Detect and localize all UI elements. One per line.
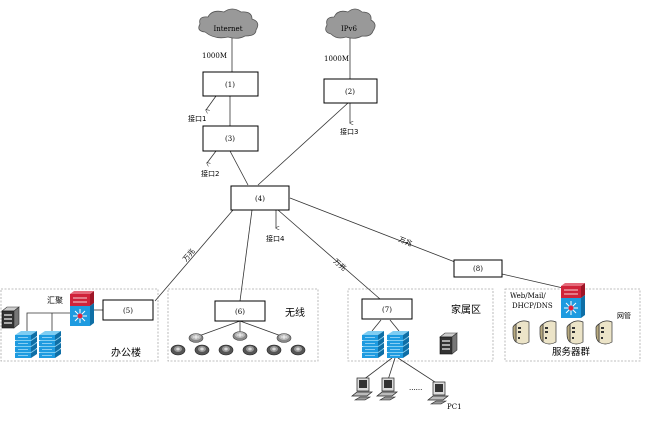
port2-arrow — [207, 150, 217, 163]
residential-title: 家属区 — [451, 303, 481, 316]
node-2[interactable]: (2) — [323, 78, 378, 104]
port1-arrow — [206, 95, 217, 110]
wan-label-n5: 万兆 — [181, 247, 197, 264]
internet-speed-label: 1000M — [202, 52, 227, 60]
link-n8-servers — [501, 273, 564, 289]
pc1-icon — [427, 381, 449, 405]
wireless-ap-6-icon — [218, 344, 234, 356]
wireless-title: 无线 — [285, 306, 305, 319]
link-n6-ap1 — [195, 320, 241, 338]
server-2-icon — [539, 320, 557, 345]
link-n4-n8 — [289, 197, 456, 263]
node-6[interactable]: (6) — [214, 300, 266, 322]
office-switch-stack-1-icon — [15, 331, 37, 358]
office-core-switch-icon — [69, 290, 95, 327]
office-title: 办公楼 — [111, 346, 141, 359]
port4-label: 接口4 — [266, 234, 285, 243]
node-4[interactable]: (4) — [230, 185, 290, 211]
link-n6-ap3 — [239, 320, 285, 338]
pc-icon-b — [376, 377, 398, 401]
wan-label-n8: 万兆 — [397, 235, 413, 249]
node-8[interactable]: (8) — [453, 259, 503, 278]
svg-text:(1): (1) — [225, 81, 235, 89]
svg-text:(7): (7) — [382, 306, 392, 314]
svg-text:(3): (3) — [225, 135, 235, 143]
office-aggregate-label: 汇聚 — [47, 296, 63, 305]
office-server-icon — [1, 306, 20, 329]
servers-title: 服务器群 — [552, 346, 591, 358]
ipv6-speed-label: 1000M — [324, 55, 349, 63]
wireless-ap-9-icon — [290, 344, 306, 356]
pc-ellipsis: ...... — [409, 384, 422, 392]
link-n4-n7 — [277, 209, 381, 300]
link-n7-sw2 — [389, 319, 400, 332]
link-sw-pc1 — [397, 357, 439, 385]
node-5[interactable]: (5) — [102, 299, 154, 321]
port2-label: 接口2 — [201, 169, 219, 178]
server-1-icon — [512, 320, 530, 345]
wireless-ap-3-icon — [276, 333, 292, 343]
pc-icon-a — [351, 377, 373, 401]
node-1[interactable]: (1) — [202, 71, 259, 97]
ipv6-label: IPv6 — [341, 25, 357, 33]
svg-text:(2): (2) — [345, 88, 355, 96]
port1-label: 接口1 — [188, 114, 206, 123]
ipv6-cloud: IPv6 — [325, 8, 376, 39]
wireless-ap-2-icon — [232, 331, 248, 341]
pc1-label: PC1 — [447, 403, 462, 411]
svg-text:(6): (6) — [235, 308, 245, 316]
internet-label: Internet — [213, 25, 242, 33]
svg-text:(4): (4) — [255, 195, 265, 203]
svg-text:(8): (8) — [473, 265, 483, 273]
node-7[interactable]: (7) — [361, 298, 413, 320]
links — [26, 38, 564, 385]
link-n7-sw1 — [371, 319, 382, 332]
services-label-line2: DHCP/DNS — [512, 302, 553, 310]
wireless-ap-7-icon — [242, 344, 258, 356]
internet-cloud: Internet — [198, 8, 259, 39]
svg-text:(5): (5) — [123, 307, 133, 315]
port3-label: 接口3 — [340, 127, 358, 136]
wireless-ap-4-icon — [170, 344, 186, 356]
link-n4-n5 — [154, 209, 234, 302]
office-switch-stack-2-icon — [39, 331, 61, 358]
link-n3-n4 — [229, 150, 249, 186]
residential-switch-stack-2-icon — [387, 331, 409, 358]
wireless-ap-1-icon — [188, 333, 204, 343]
netmgmt-server-icon — [595, 320, 613, 345]
residential-switch-stack-1-icon — [362, 331, 384, 358]
node-3[interactable]: (3) — [202, 125, 259, 152]
link-sw-pc-b — [387, 357, 396, 381]
services-label-line1: Web/Mail/ — [510, 292, 546, 300]
wireless-ap-8-icon — [266, 344, 282, 356]
wireless-ap-5-icon — [194, 344, 210, 356]
link-n2-n4 — [257, 102, 349, 186]
link-n4-n6 — [239, 209, 253, 302]
link-office-bus — [26, 312, 72, 338]
server-3-icon — [566, 320, 584, 345]
netmgmt-label: 网管 — [617, 311, 631, 320]
residential-server-icon — [439, 332, 458, 355]
server-core-switch-icon — [560, 282, 586, 319]
link-sw-pc-a — [362, 357, 393, 381]
